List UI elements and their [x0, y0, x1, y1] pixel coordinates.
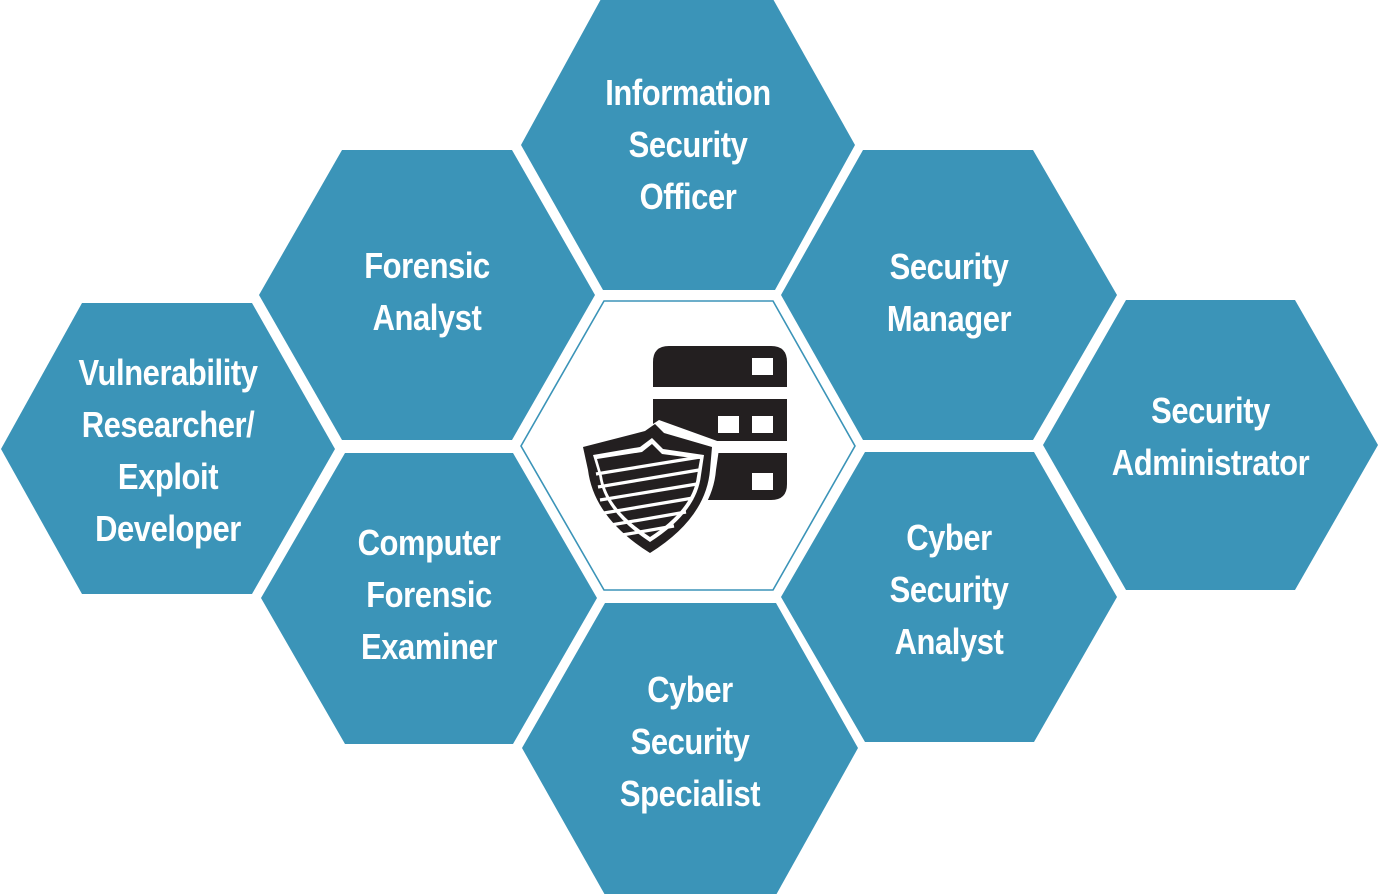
hex-security-manager [781, 150, 1117, 440]
shield-icon [577, 420, 720, 558]
hex-cyber-security-analyst [781, 452, 1117, 742]
hex-computer-forensic-examiner [261, 453, 597, 744]
hex-vulnerability-researcher [1, 303, 335, 594]
hex-information-security-officer [521, 0, 855, 290]
hex-security-administrator [1043, 300, 1378, 590]
hex-cyber-security-specialist [522, 603, 858, 894]
hex-forensic-analyst [259, 150, 595, 440]
server-shield-icon [577, 346, 787, 558]
